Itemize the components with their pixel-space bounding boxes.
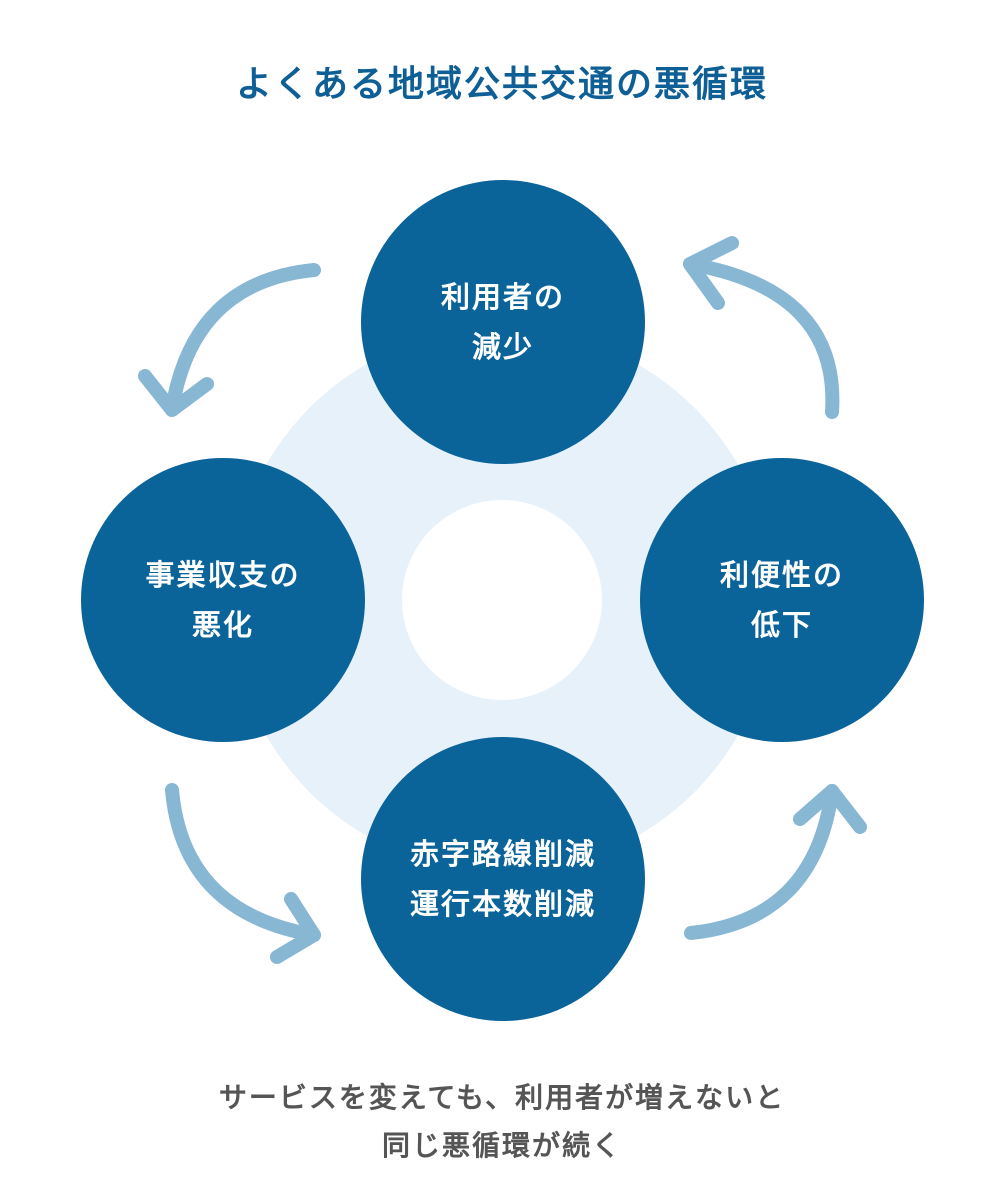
- diagram-caption: サービスを変えても、利用者が増えないと 同じ悪循環が続く: [0, 1074, 1004, 1170]
- node-label-line: 赤字路線削減: [409, 837, 596, 871]
- cycle-node-user-decrease: 利用者の 減少: [361, 180, 645, 464]
- node-label-line: 減少: [471, 330, 534, 364]
- diagram-title: よくある地域公共交通の悪循環: [235, 64, 768, 105]
- arrow-right-to-top: [683, 236, 840, 419]
- node-label-line: 悪化: [191, 608, 254, 642]
- node-label-line: 事業収支の: [145, 558, 301, 592]
- caption-line: サービスを変えても、利用者が増えないと: [218, 1081, 786, 1114]
- node-label-line: 運行本数削減: [409, 887, 596, 921]
- arrow-left-to-bottom: [165, 783, 321, 964]
- ring-center-hole: [402, 500, 602, 700]
- cycle-node-finance-worsening: 事業収支の 悪化: [81, 458, 365, 742]
- arrow-bottom-to-right: [684, 784, 867, 940]
- node-label-line: 低下: [750, 608, 813, 642]
- caption-line: 同じ悪循環が続く: [381, 1129, 622, 1162]
- node-label-line: 利便性の: [719, 558, 844, 592]
- arrow-top-to-left: [138, 263, 321, 417]
- cycle-node-service-reduction: 赤字路線削減 運行本数削減: [361, 737, 645, 1021]
- node-label-line: 利用者の: [440, 280, 565, 314]
- cycle-node-convenience-decline: 利便性の 低下: [640, 458, 924, 742]
